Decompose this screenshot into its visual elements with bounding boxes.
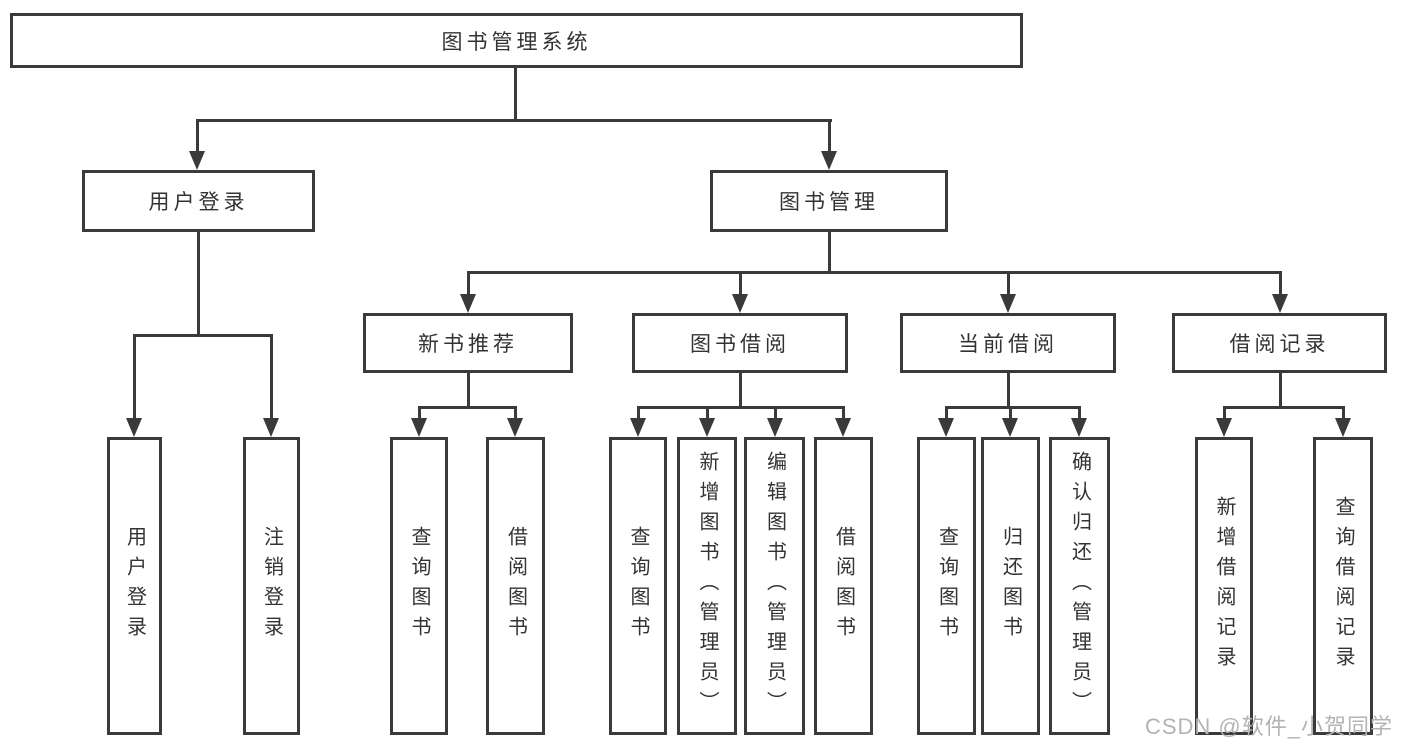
connector-vline (1279, 373, 1282, 409)
node-label: 图书管理 (779, 191, 879, 214)
arrowhead-down (411, 418, 427, 437)
node-label: 借阅图书 (832, 526, 855, 646)
arrowhead-down (767, 418, 783, 437)
arrowhead-down (938, 418, 954, 437)
node-book-borrow: 图书借阅 (632, 313, 848, 373)
arrowhead-down (1272, 294, 1288, 313)
node-label: 当前借阅 (958, 333, 1058, 356)
node-label: 借阅记录 (1229, 333, 1330, 356)
connector-vline (514, 406, 517, 420)
node-leaf-query-borrow-record: 查询借阅记录 (1313, 437, 1373, 735)
connector-hline (467, 271, 1282, 274)
connector-vline (637, 406, 640, 420)
node-label: 编辑图书（管理员） (763, 451, 786, 721)
node-label: 图书借阅 (690, 333, 790, 356)
node-label: 新增图书（管理员） (696, 451, 718, 721)
connector-vline (1078, 406, 1081, 420)
node-borrow-records: 借阅记录 (1172, 313, 1387, 373)
node-leaf-user-login: 用户登录 (107, 437, 162, 735)
connector-vline (133, 334, 136, 420)
node-leaf-confirm-return-admin: 确认归还（管理员） (1049, 437, 1110, 735)
connector-vline (706, 406, 709, 420)
connector-vline (1007, 271, 1010, 297)
node-label: 归还图书 (999, 526, 1022, 646)
connector-hline (418, 406, 517, 409)
node-label: 查询图书 (408, 526, 430, 646)
node-leaf-query-book-borrow: 查询图书 (609, 437, 667, 735)
connector-vline (945, 406, 948, 420)
connector-vline (739, 271, 742, 297)
node-leaf-query-book-current: 查询图书 (917, 437, 976, 735)
arrowhead-down (1000, 294, 1016, 313)
arrowhead-down (1002, 418, 1018, 437)
connector-vline (1342, 406, 1345, 420)
arrowhead-down (507, 418, 523, 437)
node-leaf-return-book: 归还图书 (981, 437, 1040, 735)
node-leaf-borrow-book-borrow: 借阅图书 (814, 437, 873, 735)
connector-vline (270, 334, 273, 420)
node-label: 查询借阅记录 (1332, 496, 1354, 676)
connector-vline (1009, 406, 1012, 420)
arrowhead-down (263, 418, 279, 437)
node-book-management: 图书管理 (710, 170, 948, 232)
node-label: 借阅图书 (504, 526, 527, 646)
arrowhead-down (1216, 418, 1232, 437)
node-label: 用户登录 (123, 526, 146, 646)
node-leaf-add-book-admin: 新增图书（管理员） (677, 437, 737, 735)
arrowhead-down (732, 294, 748, 313)
connector-vline (1007, 373, 1010, 409)
connector-vline (467, 373, 470, 409)
connector-hline (1223, 406, 1345, 409)
connector-vline (1223, 406, 1226, 420)
csdn-watermark: CSDN @软件_小贺同学 (1144, 714, 1393, 739)
node-leaf-query-book-newrec: 查询图书 (390, 437, 448, 735)
connector-vline (196, 119, 199, 153)
node-root: 图书管理系统 (10, 13, 1023, 68)
arrowhead-down (835, 418, 851, 437)
node-leaf-borrow-book-newrec: 借阅图书 (486, 437, 545, 735)
connector-vline (467, 271, 470, 297)
connector-vline (739, 373, 742, 409)
node-leaf-logout: 注销登录 (243, 437, 300, 735)
node-root-label: 图书管理系统 (441, 30, 592, 54)
node-label: 查询图书 (935, 526, 958, 646)
arrowhead-down (1335, 418, 1351, 437)
node-new-book-recommend: 新书推荐 (363, 313, 573, 373)
connector-vline (828, 119, 831, 153)
arrowhead-down (460, 294, 476, 313)
arrowhead-down (126, 418, 142, 437)
node-current-borrow: 当前借阅 (900, 313, 1116, 373)
connector-vline (1279, 271, 1282, 297)
arrowhead-down (630, 418, 646, 437)
node-label: 注销登录 (260, 526, 283, 646)
arrowhead-down (699, 418, 715, 437)
connector-vline (197, 232, 200, 336)
node-label: 用户登录 (148, 191, 249, 214)
connector-vline (514, 68, 517, 120)
node-leaf-edit-book-admin: 编辑图书（管理员） (744, 437, 805, 735)
node-label: 查询图书 (627, 526, 649, 646)
node-leaf-add-borrow-record: 新增借阅记录 (1195, 437, 1253, 735)
node-user-login: 用户登录 (82, 170, 315, 232)
connector-hline (945, 406, 1081, 409)
connector-vline (828, 232, 831, 273)
connector-hline (196, 119, 832, 122)
connector-hline (133, 334, 273, 337)
node-label: 新增借阅记录 (1213, 496, 1235, 676)
arrowhead-down (821, 151, 837, 170)
connector-hline (637, 406, 845, 409)
connector-vline (842, 406, 845, 420)
arrowhead-down (189, 151, 205, 170)
connector-vline (418, 406, 421, 420)
arrowhead-down (1071, 418, 1087, 437)
node-label: 新书推荐 (418, 333, 518, 356)
node-label: 确认归还（管理员） (1068, 451, 1091, 721)
connector-vline (774, 406, 777, 420)
